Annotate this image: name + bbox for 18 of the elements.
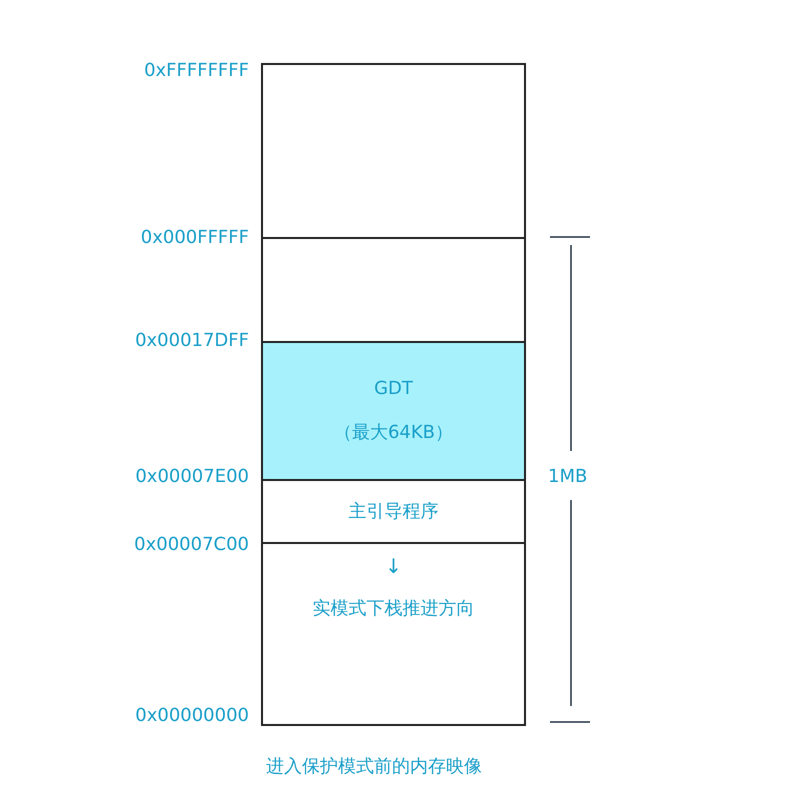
address-label: 0x00017DFF	[135, 330, 249, 351]
region-label: （最大64KB）	[334, 422, 454, 444]
size-label: 1MB	[548, 466, 588, 487]
caption: 进入保护模式前的内存映像	[266, 755, 482, 778]
region-label: 主引导程序	[348, 500, 438, 522]
region-title: GDT	[374, 378, 413, 400]
address-label: 0x00007E00	[135, 466, 249, 487]
boot-program-region	[261, 479, 526, 544]
gdt-region	[261, 341, 526, 481]
address-label: 0x00000000	[135, 705, 249, 726]
memory-region	[261, 237, 526, 343]
memory-region	[261, 63, 526, 239]
stack-region	[261, 542, 526, 726]
region-label: 实模式下栈推进方向	[312, 598, 474, 620]
address-label: 0xFFFFFFFF	[144, 60, 249, 81]
address-label: 0x000FFFFF	[140, 227, 249, 248]
address-label: 0x00007C00	[134, 534, 249, 555]
direction-arrow: ↓	[385, 554, 402, 578]
